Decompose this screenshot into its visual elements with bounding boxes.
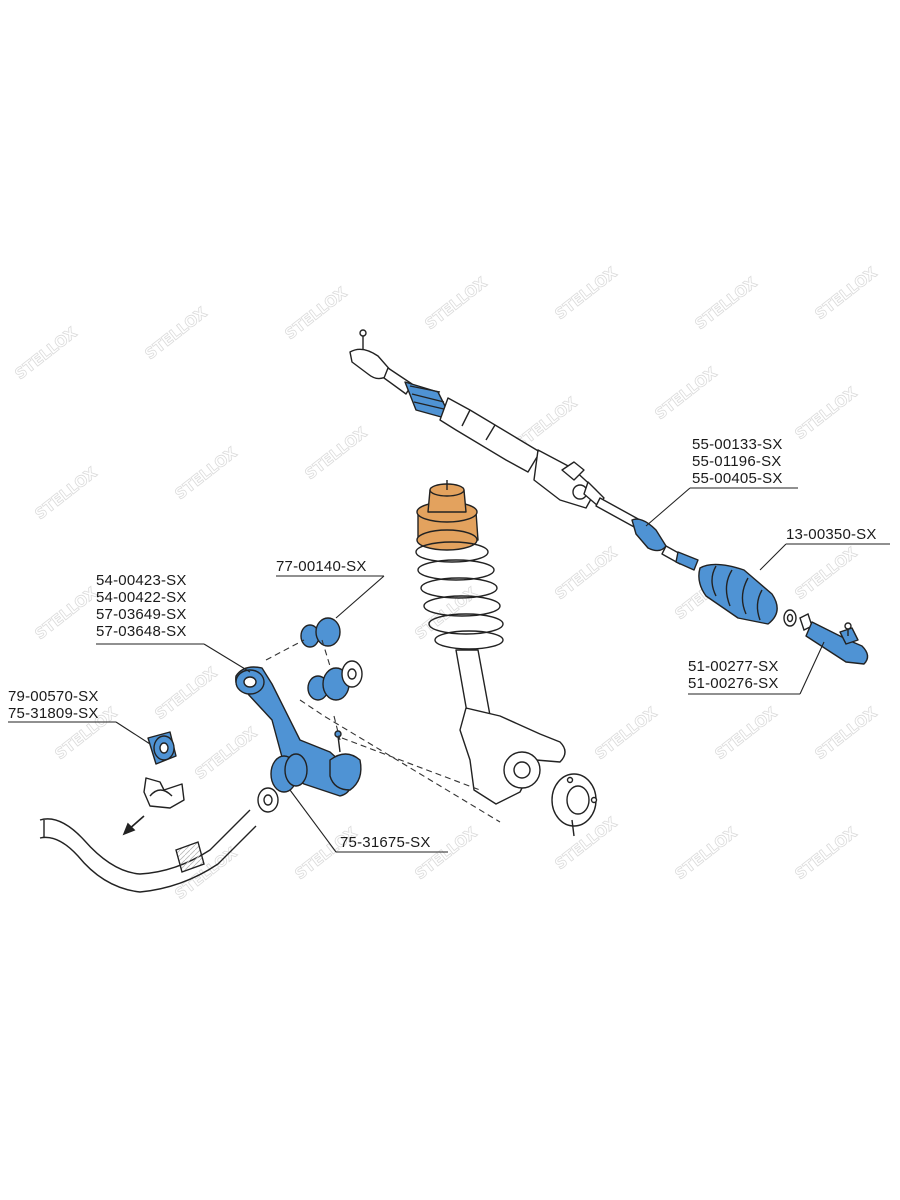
part-number: 55-00405-SX (692, 470, 783, 487)
watermark-text: STELLOX (411, 823, 480, 883)
watermark-text: STELLOX (31, 583, 100, 643)
part-number: 57-03648-SX (96, 623, 187, 640)
watermark-text: STELLOX (31, 463, 100, 523)
assembly-lines (265, 639, 501, 823)
label-boot: 13-00350-SX (786, 526, 877, 543)
watermark-text: STELLOX (281, 283, 350, 343)
watermark-text: STELLOX (301, 423, 370, 483)
strut-assembly (415, 480, 598, 837)
stabilizer-bushing (143, 731, 185, 809)
part-number-highlighted: 51-00276-SX (688, 675, 779, 692)
watermark-text: STELLOX (141, 303, 210, 363)
watermark-text: STELLOX (551, 543, 620, 603)
watermark-text: STELLOX (791, 383, 860, 443)
top-bushings (300, 617, 363, 701)
part-number: 79-00570-SX (8, 688, 99, 705)
nut (783, 609, 813, 631)
watermark-text: STELLOX (171, 443, 240, 503)
watermark-text: STELLOX (791, 823, 860, 883)
watermark-text: STELLOX (691, 273, 760, 333)
inner-tie-rod (631, 518, 699, 571)
label-tie-rod-group: 55-00133-SX 55-01196-SX 55-00405-SX (692, 436, 783, 487)
watermark-text: STELLOX (551, 263, 620, 323)
part-number: 55-00133-SX (692, 436, 783, 453)
watermark-text: STELLOX (11, 323, 80, 383)
label-arm-group: 54-00423-SX 54-00422-SX 57-03649-SX 57-0… (96, 572, 187, 640)
direction-arrow (122, 815, 145, 836)
label-arm-bushing: 75-31675-SX (340, 834, 431, 851)
watermark-text: STELLOX (151, 663, 220, 723)
control-arm (235, 666, 362, 797)
watermark-text: STELLOX (191, 723, 260, 783)
label-stab-group: 79-00570-SX 75-31809-SX (8, 688, 99, 722)
steering-rack (349, 329, 641, 529)
part-number: 75-31809-SX (8, 705, 99, 722)
part-number: 57-03649-SX (96, 606, 187, 623)
watermark-text: STELLOX (711, 703, 780, 763)
part-number: 55-01196-SX (692, 453, 782, 470)
label-top-bushing: 77-00140-SX (276, 558, 367, 575)
label-tie-end: 51-00277-SX 51-00276-SX (688, 658, 779, 692)
leader-lines (8, 487, 890, 853)
outer-tie-rod-end (805, 621, 869, 665)
watermark-text: STELLOX (791, 543, 860, 603)
part-number: 54-00422-SX (96, 589, 187, 606)
watermark-text: STELLOX (651, 363, 720, 423)
watermark-text: STELLOX (591, 703, 660, 763)
steering-boot (698, 563, 778, 625)
watermark-text: STELLOX (291, 823, 360, 883)
part-number: 51-00277-SX (688, 658, 779, 675)
watermark-text: STELLOX (671, 823, 740, 883)
watermark-text: STELLOX (421, 273, 490, 333)
watermark-text: STELLOX (811, 703, 880, 763)
part-number: 54-00423-SX (96, 572, 187, 589)
watermark-text: STELLOX (811, 263, 880, 323)
stabilizer-bar (39, 787, 279, 893)
